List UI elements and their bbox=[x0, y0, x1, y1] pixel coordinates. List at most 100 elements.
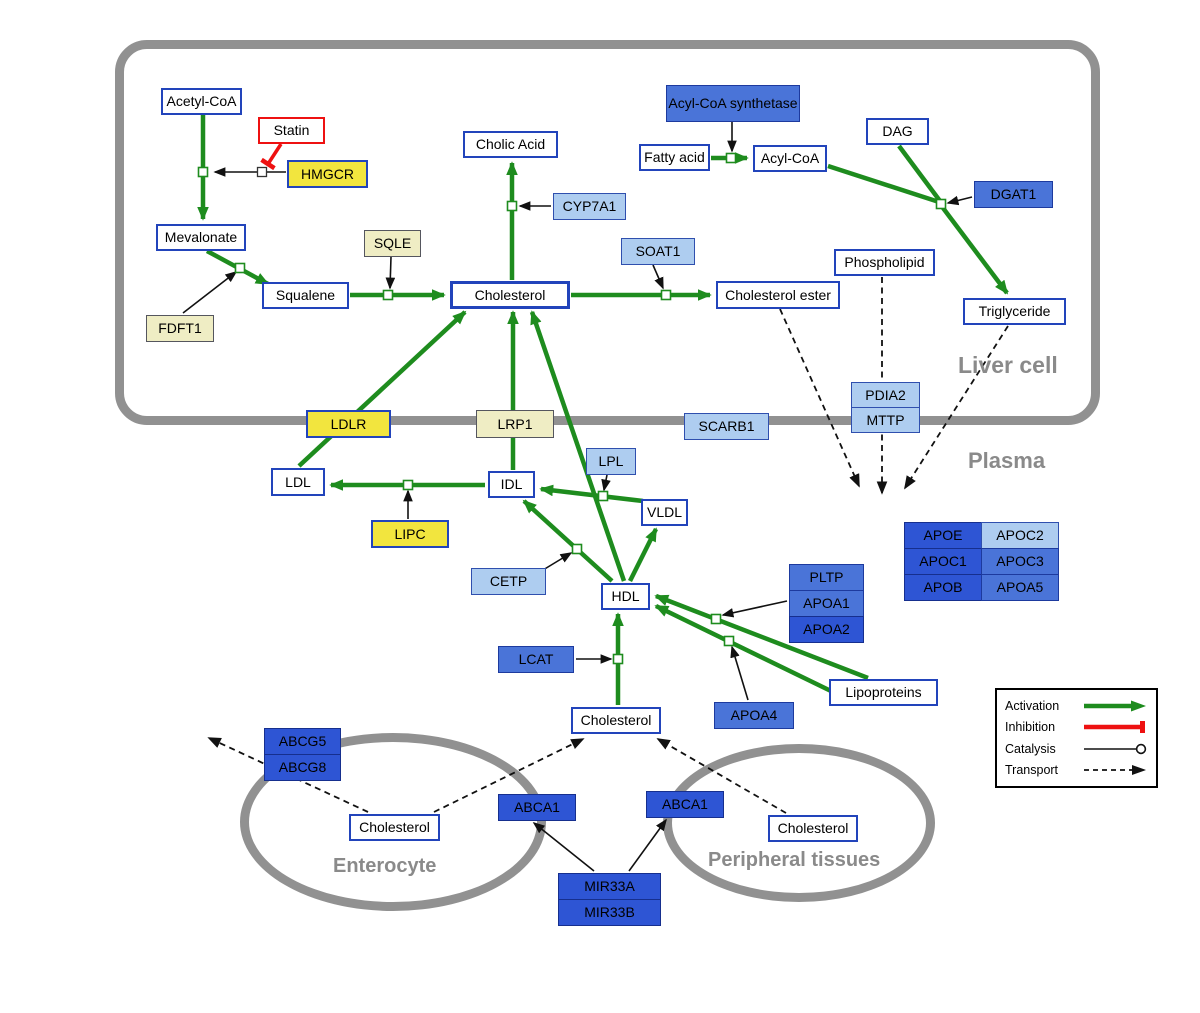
node-apoa2[interactable]: APOA2 bbox=[789, 616, 864, 643]
node-pltp[interactable]: PLTP bbox=[789, 564, 864, 591]
legend-row-transport: Transport bbox=[1005, 763, 1148, 777]
reaction-node bbox=[197, 166, 209, 178]
peripheral-tissues-label: Peripheral tissues bbox=[708, 849, 881, 871]
node-acetyl-coa[interactable]: Acetyl-CoA bbox=[161, 88, 242, 115]
node-cyp7a1[interactable]: CYP7A1 bbox=[553, 193, 626, 220]
edge-mir33-abca1-left bbox=[532, 822, 595, 872]
node-cetp[interactable]: CETP bbox=[471, 568, 546, 595]
legend-activation-label: Activation bbox=[1005, 698, 1060, 713]
node-abcg8[interactable]: ABCG8 bbox=[264, 754, 341, 781]
legend-row-inhibition: Inhibition bbox=[1005, 720, 1148, 734]
reaction-node bbox=[571, 543, 583, 555]
node-dag[interactable]: DAG bbox=[866, 118, 929, 145]
edge-hdl-vldl bbox=[627, 527, 659, 583]
node-abca1-right[interactable]: ABCA1 bbox=[646, 791, 724, 818]
node-fatty-acid[interactable]: Fatty acid bbox=[639, 144, 710, 171]
edge-peripheral-abca1-transport bbox=[656, 738, 787, 814]
reaction-node bbox=[256, 166, 268, 178]
node-apoe[interactable]: APOE bbox=[904, 522, 982, 549]
legend-row-activation: Activation bbox=[1005, 699, 1148, 713]
legend-transport-label: Transport bbox=[1005, 763, 1059, 778]
reaction-node bbox=[597, 490, 609, 502]
reaction-node bbox=[935, 198, 947, 210]
node-mttp[interactable]: MTTP bbox=[851, 407, 920, 433]
edge-lipoproteins-hdl-lower bbox=[654, 603, 834, 695]
node-vldl[interactable]: VLDL bbox=[641, 499, 688, 526]
edge-lipoproteins-hdl-upper bbox=[654, 593, 869, 681]
edge-fdft1-catalysis bbox=[182, 271, 238, 314]
node-abca1-left[interactable]: ABCA1 bbox=[498, 794, 576, 821]
node-acyl-coa-synthetase[interactable]: Acyl-CoA synthetase bbox=[666, 85, 800, 122]
node-lipc[interactable]: LIPC bbox=[371, 520, 449, 548]
liver-cell-label: Liver cell bbox=[958, 352, 1058, 378]
edge-cholesterolester-transport bbox=[779, 308, 860, 488]
node-mir33a[interactable]: MIR33A bbox=[558, 873, 661, 900]
node-apoa1[interactable]: APOA1 bbox=[789, 590, 864, 617]
liver-cell-membrane bbox=[115, 40, 1100, 425]
node-cholic-acid[interactable]: Cholic Acid bbox=[463, 131, 558, 158]
edge-vldl-idl bbox=[539, 484, 644, 504]
node-lrp1[interactable]: LRP1 bbox=[476, 410, 554, 438]
node-hmgcr[interactable]: HMGCR bbox=[287, 160, 368, 188]
node-cholesterol-peripheral[interactable]: Cholesterol bbox=[768, 815, 858, 842]
node-cholesterol-enterocyte[interactable]: Cholesterol bbox=[349, 814, 440, 841]
catalysis-circle-icon bbox=[1084, 743, 1147, 754]
node-apoc2[interactable]: APOC2 bbox=[981, 522, 1059, 549]
edge-mir33-abca1-right bbox=[628, 818, 667, 872]
edge-soat1-catalysis bbox=[652, 264, 664, 290]
legend-row-catalysis: Catalysis bbox=[1005, 742, 1148, 756]
node-cholesterol-plasma[interactable]: Cholesterol bbox=[571, 707, 661, 734]
node-triglyceride[interactable]: Triglyceride bbox=[963, 298, 1066, 325]
reaction-node bbox=[710, 613, 722, 625]
reaction-node bbox=[723, 635, 735, 647]
edge-enterocyte-abca1-transport bbox=[433, 738, 585, 813]
edge-dgat1-catalysis bbox=[946, 195, 973, 206]
node-ldl[interactable]: LDL bbox=[271, 468, 325, 496]
node-apoa5[interactable]: APOA5 bbox=[981, 574, 1059, 601]
node-pdia2[interactable]: PDIA2 bbox=[851, 382, 920, 408]
node-scarb1[interactable]: SCARB1 bbox=[684, 413, 769, 440]
peripheral-tissues-membrane bbox=[663, 744, 935, 902]
node-apoc3[interactable]: APOC3 bbox=[981, 548, 1059, 575]
node-lipoproteins[interactable]: Lipoproteins bbox=[829, 679, 938, 706]
node-acyl-coa[interactable]: Acyl-CoA bbox=[753, 145, 827, 172]
reaction-node bbox=[402, 479, 414, 491]
node-apob[interactable]: APOB bbox=[904, 574, 982, 601]
transport-dashed-arrow-icon bbox=[1084, 765, 1146, 776]
edge-dag-dgatnode bbox=[897, 144, 942, 203]
reaction-node bbox=[382, 289, 394, 301]
node-idl[interactable]: IDL bbox=[488, 471, 535, 498]
edge-hdl-cholesterol-liver bbox=[529, 310, 627, 582]
node-sqle[interactable]: SQLE bbox=[364, 230, 421, 257]
node-phospholipid[interactable]: Phospholipid bbox=[834, 249, 935, 276]
edge-apoa1-catalysis bbox=[721, 600, 788, 618]
reaction-node bbox=[506, 200, 518, 212]
node-apoc1[interactable]: APOC1 bbox=[904, 548, 982, 575]
legend-inhibition-label: Inhibition bbox=[1005, 720, 1056, 735]
node-mevalonate[interactable]: Mevalonate bbox=[156, 224, 246, 251]
node-statin[interactable]: Statin bbox=[258, 117, 325, 144]
node-lcat[interactable]: LCAT bbox=[498, 646, 574, 673]
edge-ldl-ldlr-cholesterol bbox=[297, 310, 467, 468]
node-squalene[interactable]: Squalene bbox=[262, 282, 349, 309]
reaction-node bbox=[725, 152, 737, 164]
node-ldlr[interactable]: LDLR bbox=[306, 410, 391, 438]
node-lpl[interactable]: LPL bbox=[586, 448, 636, 475]
node-fdft1[interactable]: FDFT1 bbox=[146, 315, 214, 342]
node-apoa4[interactable]: APOA4 bbox=[714, 702, 794, 729]
node-cholesterol-liver[interactable]: Cholesterol bbox=[450, 281, 570, 309]
inhibition-tbar-icon bbox=[1084, 721, 1145, 734]
node-abcg5[interactable]: ABCG5 bbox=[264, 728, 341, 755]
edge-triglyceride-transport bbox=[904, 325, 1009, 490]
legend: Activation Inhibition Catalysis Transpor… bbox=[995, 688, 1158, 788]
edge-lpl-catalysis bbox=[601, 474, 611, 492]
edge-dgatnode-triglyceride bbox=[941, 206, 1009, 295]
edge-apoa4-catalysis bbox=[730, 645, 749, 701]
node-cholesterol-ester[interactable]: Cholesterol ester bbox=[716, 281, 840, 309]
node-soat1[interactable]: SOAT1 bbox=[621, 238, 695, 265]
node-dgat1[interactable]: DGAT1 bbox=[974, 181, 1053, 208]
edge-hdl-cetp-idl bbox=[522, 499, 614, 583]
node-hdl[interactable]: HDL bbox=[601, 583, 650, 610]
node-mir33b[interactable]: MIR33B bbox=[558, 899, 661, 926]
